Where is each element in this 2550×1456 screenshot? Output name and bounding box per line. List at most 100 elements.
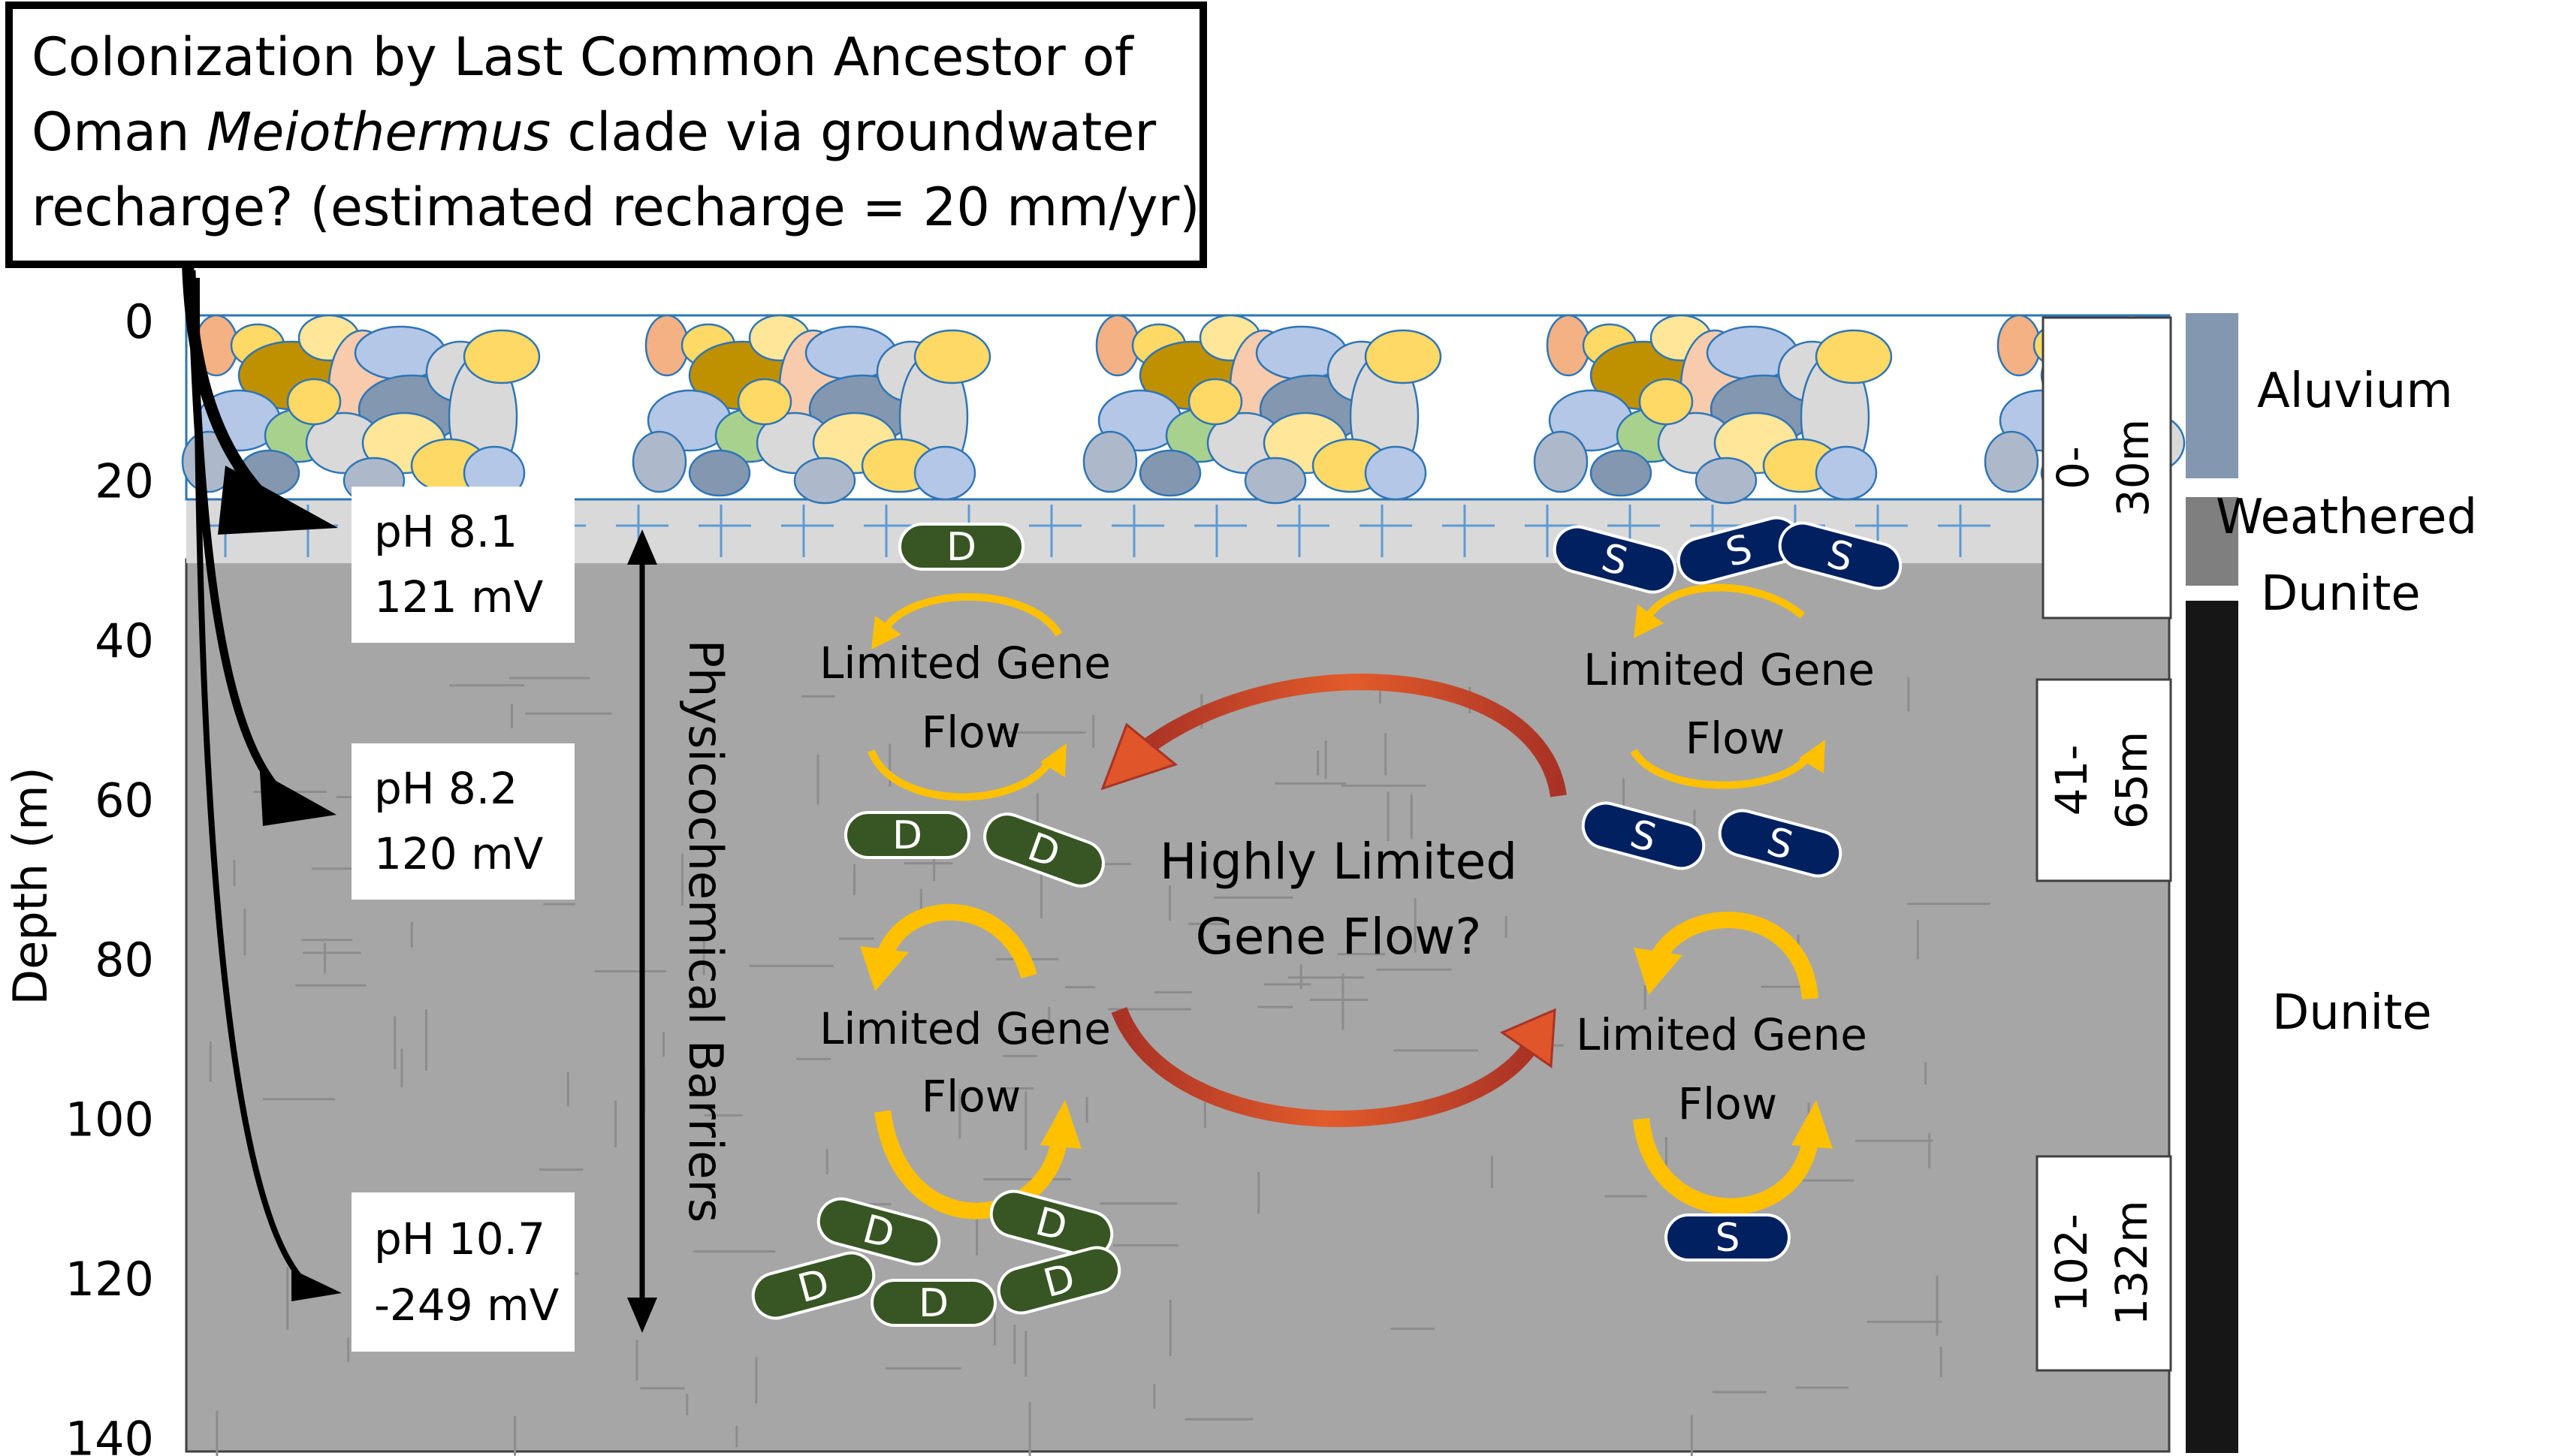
pebble bbox=[286, 378, 342, 426]
limited-flow-label-line-2: Flow bbox=[922, 707, 1021, 758]
yellow-arrow bbox=[1648, 912, 1818, 1000]
callout-line-3: recharge? (estimated recharge = 20 mm/yr… bbox=[32, 176, 1200, 238]
cell-body bbox=[816, 1197, 941, 1266]
d-cell: D bbox=[844, 811, 970, 859]
yellow-arrowhead bbox=[1791, 1100, 1833, 1149]
chem-box-bg bbox=[352, 487, 575, 643]
pebble bbox=[463, 329, 541, 384]
d-cell: D bbox=[898, 523, 1025, 571]
cell-body bbox=[1664, 1213, 1791, 1262]
cell-body bbox=[1718, 809, 1842, 878]
s-cell: S bbox=[1664, 1213, 1791, 1262]
pebble bbox=[1815, 329, 1893, 384]
s-cell: S bbox=[1553, 525, 1677, 594]
d-cell: D bbox=[989, 1189, 1114, 1259]
cell-label: D bbox=[919, 1281, 949, 1326]
yellow-arrowhead bbox=[1799, 740, 1825, 773]
cell-body bbox=[751, 1251, 876, 1320]
pebble bbox=[1187, 378, 1243, 426]
limited-flow-label-line-1: Limited Gene bbox=[1583, 644, 1875, 695]
colonization-arrowhead-middle bbox=[260, 772, 336, 826]
chem-ph: pH 8.2 bbox=[374, 763, 518, 814]
interval-line-1: 41- bbox=[2046, 745, 2097, 816]
chemistry-boxes: pH 8.1 121 mV pH 8.2 120 mV pH 10.7 -249… bbox=[352, 487, 575, 1352]
chem-ph: pH 10.7 bbox=[374, 1213, 545, 1265]
barrier-arrow: Physicochemical Barriers bbox=[627, 529, 733, 1333]
limited-flow-label-line-2: Flow bbox=[1685, 713, 1785, 764]
pebble bbox=[1815, 445, 1878, 501]
barrier-arrowhead-bottom bbox=[627, 1298, 657, 1333]
lithology-legend: Aluvium Weathered Dunite Dunite bbox=[2186, 313, 2477, 1453]
colonization-arrowhead-shallow bbox=[218, 466, 338, 535]
red-arrowhead-lower bbox=[1499, 1008, 1556, 1069]
cell-label: D bbox=[892, 813, 922, 858]
callout-genus: Meiothermus bbox=[207, 101, 551, 163]
y-tick-label: 60 bbox=[95, 773, 154, 828]
callout-line-1: Colonization by Last Common Ancestor of bbox=[32, 26, 1134, 88]
interval-box-bg bbox=[2035, 678, 2172, 882]
legend-label-weathered-1: Weathered bbox=[2216, 490, 2477, 545]
yellow-arrow bbox=[883, 593, 1063, 637]
colonization-arrows bbox=[182, 262, 342, 1301]
cell-body bbox=[1778, 521, 1903, 590]
limited-flow-arrows bbox=[860, 583, 1833, 1219]
colonization-arrowhead-deep bbox=[291, 1269, 342, 1301]
pebble bbox=[737, 378, 792, 426]
cell-label: D bbox=[946, 525, 976, 570]
pebble bbox=[1984, 430, 2039, 493]
legend-swatch-weathered bbox=[2186, 497, 2238, 586]
d-cell: D bbox=[751, 1251, 876, 1320]
d-cell: D bbox=[816, 1197, 941, 1266]
interval-line-2: 65m bbox=[2106, 731, 2157, 829]
chem-ph: pH 8.1 bbox=[374, 506, 518, 557]
highly-limited-line-2: Gene Flow? bbox=[1196, 908, 1482, 966]
d-cell: D bbox=[983, 812, 1105, 888]
pebble bbox=[1139, 449, 1202, 497]
cell-body bbox=[997, 1246, 1121, 1315]
cell-body bbox=[1581, 801, 1706, 870]
chemistry-box-deep: pH 10.7 -249 mV bbox=[352, 1192, 575, 1352]
pebble bbox=[1082, 430, 1138, 493]
limited-flow-label-line-1: Limited Gene bbox=[819, 638, 1111, 689]
depth-interval-box-1: 0- 30m bbox=[2042, 316, 2172, 619]
callout-line-2-post: clade via groundwater bbox=[551, 101, 1156, 163]
limited-flow-label-line-2: Flow bbox=[1678, 1078, 1777, 1129]
y-tick-label: 40 bbox=[95, 613, 154, 668]
yellow-arrow bbox=[874, 1110, 1067, 1219]
pebble bbox=[1589, 449, 1652, 497]
s-cell: S bbox=[1581, 801, 1706, 870]
s-cell: S bbox=[1676, 516, 1801, 585]
chem-mv: 121 mV bbox=[374, 571, 544, 622]
cell-body bbox=[871, 1279, 997, 1327]
y-tick-label: 0 bbox=[125, 294, 154, 349]
y-tick-label: 100 bbox=[65, 1093, 154, 1147]
red-arrowhead-upper bbox=[1100, 722, 1178, 791]
y-tick-label: 20 bbox=[95, 454, 154, 509]
callout-line-2: Oman Meiothermus clade via groundwater bbox=[32, 101, 1156, 163]
interval-line-1: 102- bbox=[2046, 1213, 2097, 1313]
chem-box-bg bbox=[352, 743, 575, 900]
chemistry-box-middle: pH 8.2 120 mV bbox=[352, 743, 575, 900]
yellow-arrow bbox=[1630, 749, 1814, 789]
cell-body bbox=[989, 1189, 1114, 1259]
highly-limited-line-1: Highly Limited bbox=[1160, 833, 1517, 891]
colonization-callout: Colonization by Last Common Ancestor of … bbox=[5, 2, 1207, 268]
legend-swatch-alluvium bbox=[2186, 313, 2238, 478]
cell-body bbox=[1553, 525, 1677, 594]
pebble bbox=[1533, 430, 1589, 493]
pebble bbox=[1364, 445, 1427, 501]
cell-label: S bbox=[1715, 1216, 1740, 1261]
chemistry-box-shallow: pH 8.1 121 mV bbox=[352, 487, 575, 643]
yellow-arrow bbox=[1645, 583, 1806, 619]
pebble bbox=[632, 430, 687, 493]
yellow-arrowhead bbox=[860, 946, 909, 991]
s-cell: S bbox=[1718, 809, 1842, 878]
barrier-arrowhead-top bbox=[627, 529, 657, 565]
yellow-arrowhead bbox=[1634, 604, 1664, 638]
barrier-label: Physicochemical Barriers bbox=[678, 640, 733, 1223]
chem-mv: 120 mV bbox=[374, 828, 544, 879]
